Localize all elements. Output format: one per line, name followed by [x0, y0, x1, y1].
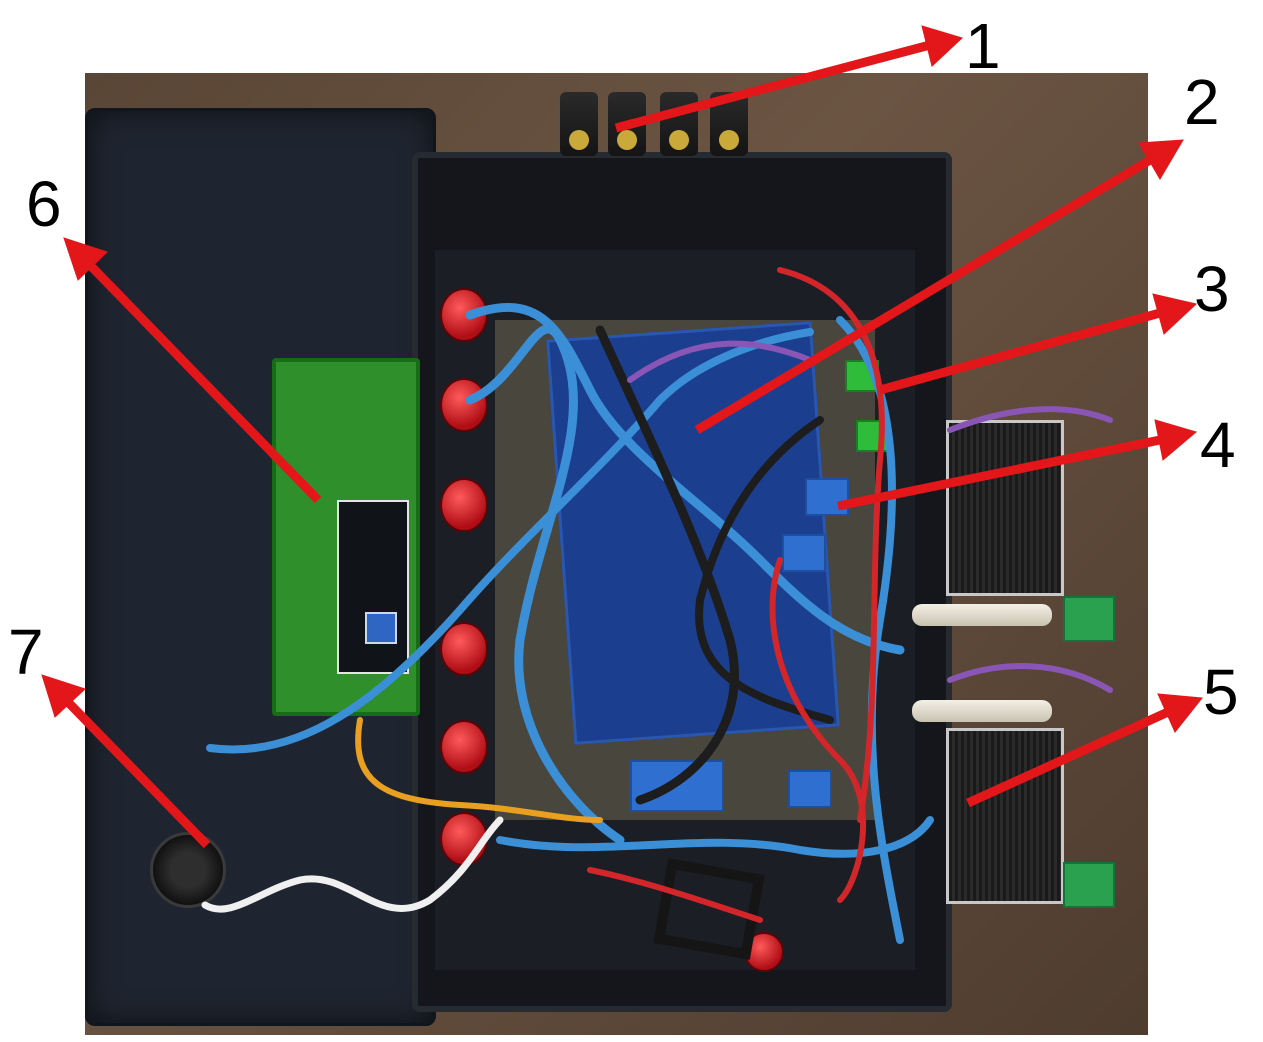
stepper-motor	[946, 420, 1064, 596]
callout-label-1: 1	[965, 10, 1001, 82]
motor-connector	[1063, 596, 1115, 642]
wire	[206, 328, 814, 754]
arrow-3	[878, 308, 1162, 395]
arrow-7	[62, 696, 211, 849]
driver-module	[782, 534, 826, 572]
arrow-1-head	[921, 25, 963, 67]
binding-post	[440, 478, 488, 532]
top-connector-1	[560, 92, 598, 156]
callout-label-2: 2	[1184, 66, 1220, 138]
i2c-module	[337, 500, 409, 674]
wire	[627, 340, 813, 383]
arrow-5	[966, 707, 1170, 808]
arrow-2-head	[1138, 139, 1184, 180]
wire	[587, 867, 763, 923]
arrow-2	[694, 156, 1153, 434]
wire	[595, 325, 739, 805]
arrow-4	[837, 435, 1161, 511]
callout-label-6: 6	[26, 168, 62, 240]
wire	[201, 816, 504, 913]
binding-post	[440, 720, 488, 774]
contrast-potentiometer	[365, 612, 397, 644]
wire	[777, 267, 885, 823]
callout-label-5: 5	[1203, 656, 1239, 728]
callout-label-3: 3	[1194, 253, 1230, 325]
stepper-motor	[946, 728, 1064, 904]
driver-module	[788, 770, 832, 808]
motor-shaft	[912, 604, 1052, 626]
binding-post	[440, 378, 488, 432]
wire	[947, 663, 1113, 693]
arrow-6-head	[63, 237, 108, 281]
arrow-7-head	[41, 674, 86, 718]
motor-shaft	[912, 700, 1052, 722]
wire	[695, 416, 834, 724]
binding-post	[744, 932, 784, 972]
wire	[355, 717, 603, 823]
arrow-6	[84, 259, 322, 504]
top-connector-3	[660, 92, 698, 156]
motor-connector	[1063, 862, 1115, 908]
wire	[496, 816, 934, 858]
arrow-5-head	[1157, 693, 1203, 733]
wire	[465, 302, 905, 655]
binding-post	[440, 622, 488, 676]
arrow-3-head	[1152, 293, 1198, 335]
arrow-4-head	[1154, 419, 1198, 461]
wire	[769, 557, 866, 903]
callout-label-4: 4	[1200, 409, 1236, 481]
wire	[947, 406, 1113, 433]
callout-label-7: 7	[8, 616, 44, 688]
arrow-1	[614, 40, 932, 133]
power-socket	[150, 832, 226, 908]
callout-arrows	[41, 25, 1203, 849]
wire	[465, 324, 625, 845]
